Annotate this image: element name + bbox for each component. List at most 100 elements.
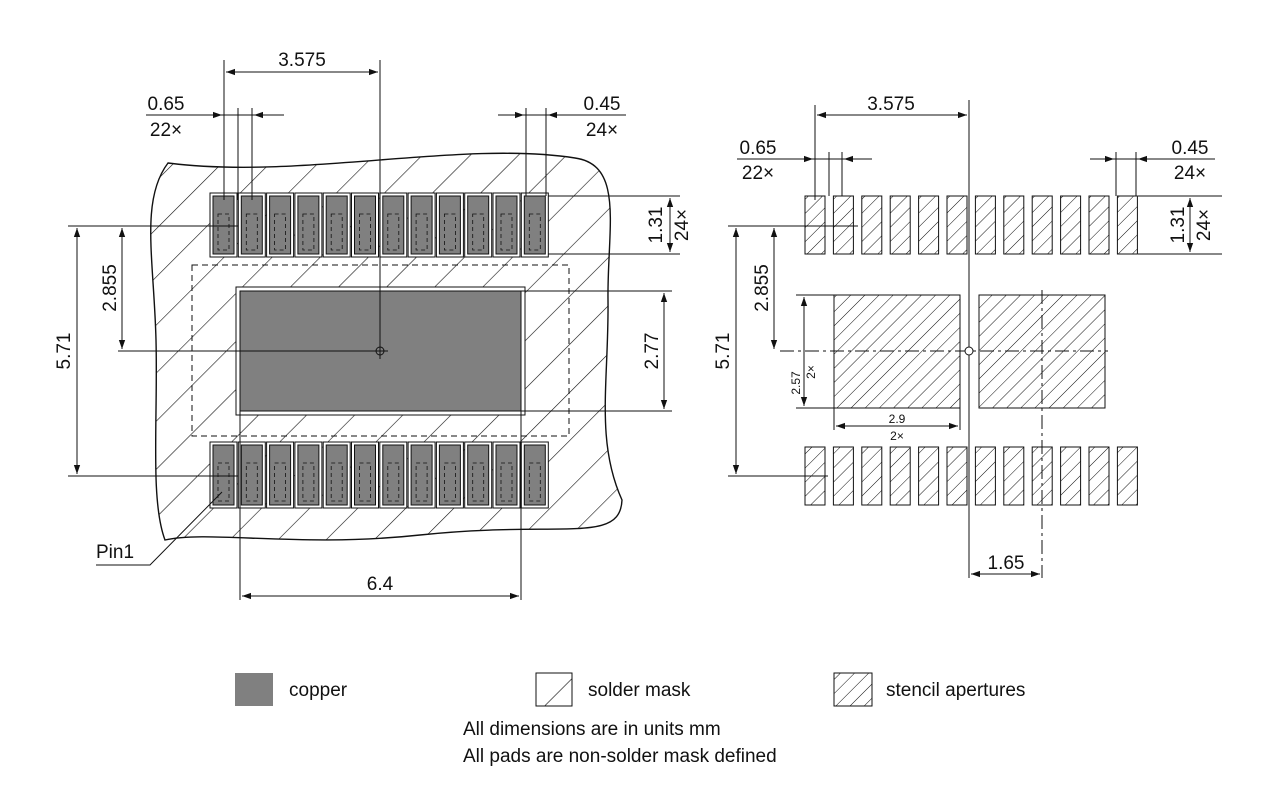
- dim-row-to-row-right: 5.71: [713, 333, 734, 370]
- stencil-pad-aperture: [918, 446, 940, 506]
- right-view: 3.575 0.65 22× 0.45 24× 1.31 24× 5.71 2.…: [713, 94, 1222, 578]
- dim-pitch-count-right: 22×: [742, 163, 774, 184]
- legend-solder-mask-swatch: [535, 672, 573, 707]
- stencil-pad-aperture: [889, 195, 911, 255]
- copper-pad: [325, 444, 348, 506]
- top-copper-pads: [209, 192, 549, 258]
- pad-paste-outline: [330, 213, 343, 251]
- copper-pad: [269, 444, 292, 506]
- dim-pitch-right: 0.65: [740, 138, 777, 159]
- dim-center-to-edge-left: 3.575: [278, 50, 326, 71]
- dim-pad-length-left: 1.31: [646, 207, 667, 244]
- stencil-pad-aperture: [832, 446, 854, 506]
- stencil-pad-aperture: [804, 195, 826, 255]
- legend-solder-mask-label: solder mask: [588, 680, 691, 701]
- legend-stencil-swatch: [833, 672, 873, 707]
- pad-paste-outline: [415, 462, 428, 502]
- dim-exposed-pad-width: 6.4: [367, 574, 394, 595]
- pad-paste-outline: [443, 213, 456, 251]
- dim-pad-width-left: 0.45: [584, 94, 621, 115]
- stencil-pad-aperture: [974, 446, 996, 506]
- bottom-stencil-apertures: [804, 446, 1138, 506]
- copper-pad: [410, 195, 433, 255]
- legend-copper-swatch: [235, 673, 273, 706]
- copper-pad: [523, 195, 546, 255]
- copper-pad: [382, 195, 405, 255]
- note-pads: All pads are non-solder mask defined: [463, 746, 777, 767]
- copper-pad: [240, 444, 263, 506]
- pad-paste-outline: [415, 213, 428, 251]
- pad-paste-outline: [528, 213, 541, 251]
- left-view: 3.575 0.65 22× 0.45 24× 1.31 24× 5.71 2.…: [54, 50, 693, 600]
- stencil-pad-aperture: [974, 195, 996, 255]
- copper-pad: [467, 444, 490, 506]
- dim-pad-length-count-right: 24×: [1194, 209, 1215, 241]
- stencil-pad-aperture: [1003, 195, 1025, 255]
- pad-paste-outline: [359, 462, 371, 502]
- stencil-pad-aperture: [918, 195, 940, 255]
- stencil-pad-aperture: [946, 195, 968, 255]
- stencil-pad-aperture: [861, 446, 883, 506]
- copper-pad: [297, 195, 320, 255]
- stencil-pad-aperture: [1003, 446, 1025, 506]
- pad-paste-outline: [500, 213, 513, 251]
- stencil-pad-aperture: [1116, 195, 1138, 255]
- pad-paste-outline: [217, 462, 230, 502]
- pad-paste-outline: [443, 462, 456, 502]
- copper-pad: [240, 195, 263, 255]
- pad-paste-outline: [274, 462, 287, 502]
- dim-pad-length-count-left: 24×: [672, 209, 693, 241]
- copper-pad: [495, 195, 518, 255]
- pad-paste-outline: [472, 213, 485, 251]
- pad-paste-outline: [217, 213, 230, 251]
- pad-paste-outline: [245, 462, 258, 502]
- dim-row-to-center-left: 2.855: [100, 264, 121, 312]
- dim-row-to-center-right: 2.855: [752, 264, 773, 312]
- copper-pad: [382, 444, 405, 506]
- dim-pitch-left: 0.65: [148, 94, 185, 115]
- copper-pad: [297, 444, 320, 506]
- copper-pad: [269, 195, 292, 255]
- copper-pad: [212, 444, 235, 506]
- dim-pad-length-right: 1.31: [1168, 207, 1189, 244]
- dim-pitch-count-left: 22×: [150, 120, 182, 141]
- stencil-pad-aperture: [946, 446, 968, 506]
- legend: copper solder mask stencil apertures: [235, 672, 1025, 707]
- copper-pad: [212, 195, 235, 255]
- dim-stencil-height-count: 2×: [804, 365, 818, 379]
- copper-pad: [523, 444, 546, 506]
- stencil-pad-aperture: [1088, 446, 1110, 506]
- pad-paste-outline: [359, 213, 371, 251]
- copper-pad: [410, 444, 433, 506]
- copper-pad: [354, 444, 376, 506]
- pad-paste-outline: [472, 462, 485, 502]
- stencil-pad-aperture: [1088, 195, 1110, 255]
- stencil-pad-aperture: [1031, 195, 1053, 255]
- pad-paste-outline: [387, 462, 400, 502]
- stencil-pad-aperture: [861, 195, 883, 255]
- dim-pad-width-right: 0.45: [1172, 138, 1209, 159]
- pin1-label: Pin1: [96, 542, 134, 563]
- pad-paste-outline: [528, 462, 541, 502]
- stencil-center-mark: [964, 346, 974, 356]
- dim-stencil-height: 2.57: [789, 371, 803, 395]
- pad-paste-outline: [302, 213, 315, 251]
- dim-stencil-width: 2.9: [889, 412, 906, 426]
- copper-pad: [438, 444, 461, 506]
- legend-stencil-label: stencil apertures: [886, 680, 1025, 701]
- copper-pad: [467, 195, 490, 255]
- dim-row-to-row-left: 5.71: [54, 333, 75, 370]
- dim-stencil-offset: 1.65: [988, 553, 1025, 574]
- stencil-pad-aperture: [1116, 446, 1138, 506]
- pad-paste-outline: [302, 462, 315, 502]
- legend-copper-label: copper: [289, 680, 348, 701]
- dim-pad-width-count-right: 24×: [1174, 163, 1206, 184]
- copper-pad: [354, 195, 376, 255]
- copper-pad: [438, 195, 461, 255]
- note-units: All dimensions are in units mm: [463, 719, 721, 740]
- stencil-pad-aperture: [889, 446, 911, 506]
- pad-paste-outline: [330, 462, 343, 502]
- stencil-pad-aperture: [1060, 195, 1082, 255]
- top-stencil-apertures: [804, 195, 1138, 255]
